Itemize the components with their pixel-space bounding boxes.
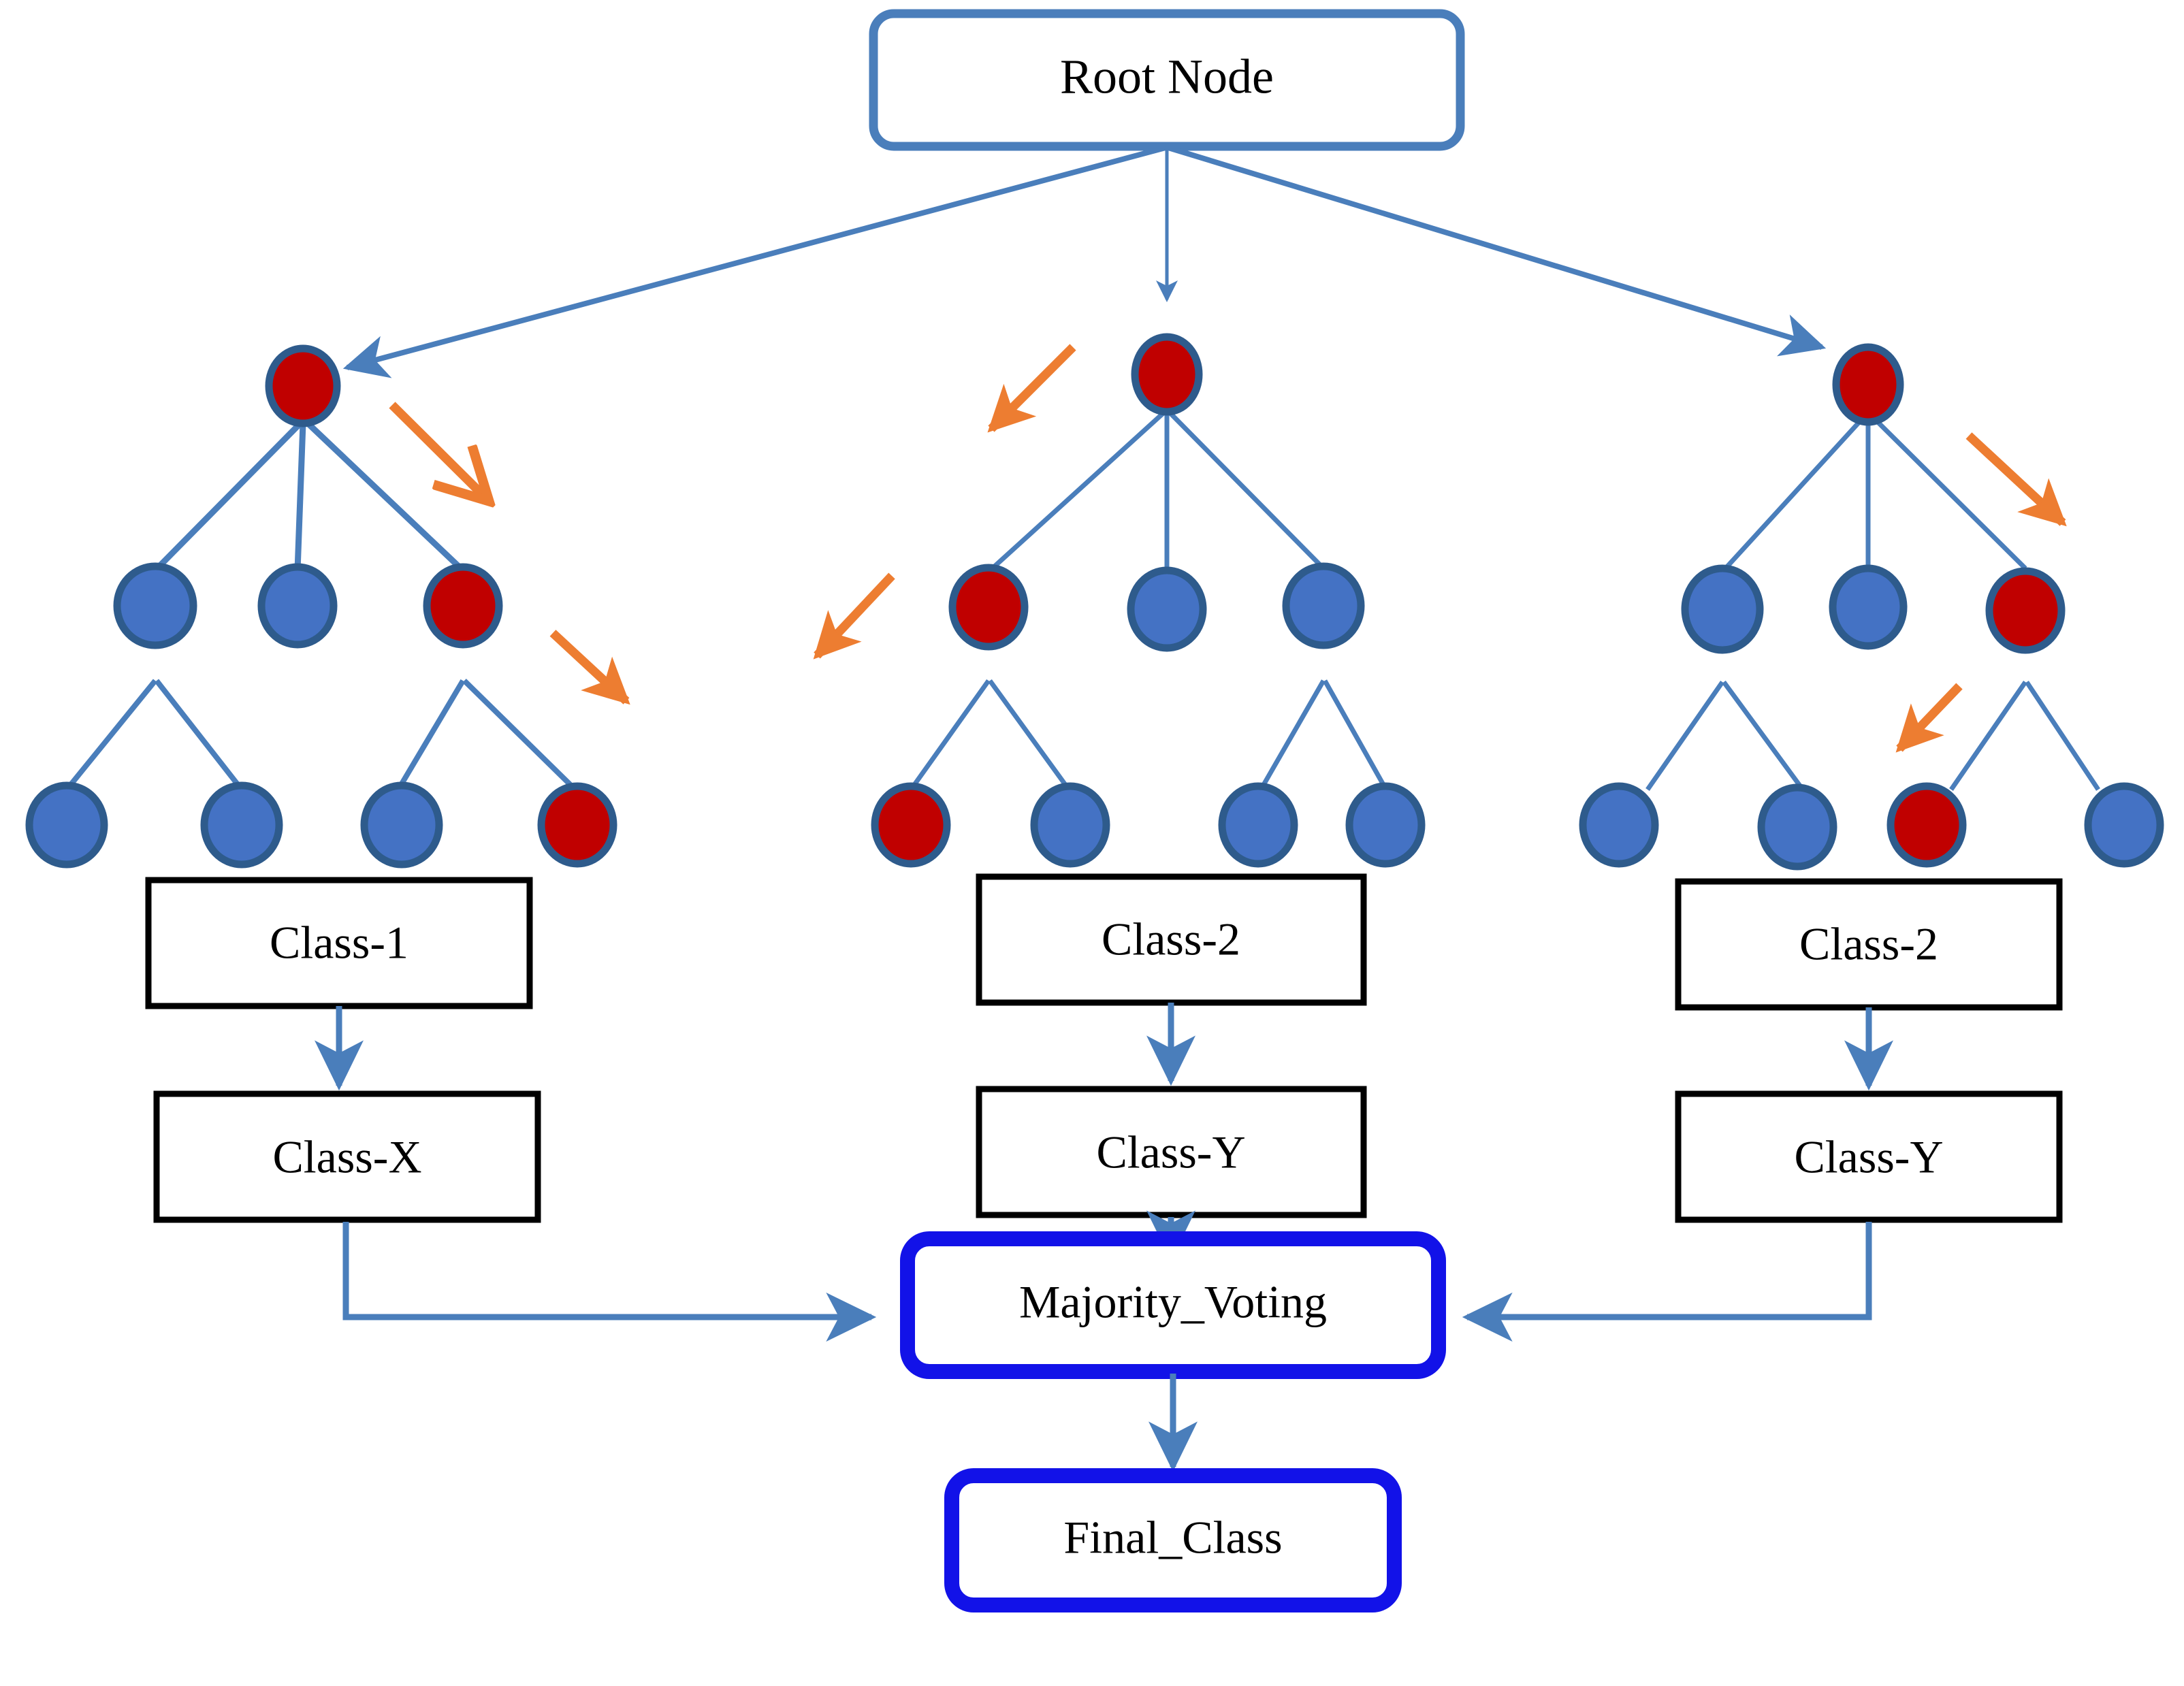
majority-voting-box[interactable]: Majority_Voting	[900, 1231, 1446, 1379]
tree3-result-box-label: Class-Y	[1794, 1131, 1943, 1183]
tree3-level2-node-2[interactable]	[1829, 564, 1908, 650]
tree2-result-box-label: Class-Y	[1096, 1126, 1245, 1178]
tree1-edge-root-c1	[152, 418, 306, 573]
final-class-box-label: Final_Class	[1063, 1512, 1282, 1563]
root-node-box[interactable]: Root Node	[869, 9, 1465, 151]
tree1-edge-c3-l4	[462, 679, 577, 792]
tree1-level2-node-2[interactable]	[257, 563, 338, 649]
tree3-class-box-label: Class-2	[1799, 918, 1938, 970]
connector-root-to-tree1	[342, 145, 1167, 378]
tree1-result-box-rect[interactable]	[153, 1090, 541, 1223]
tree2-result-box-rect[interactable]	[976, 1086, 1367, 1218]
tree3-level2-node-3[interactable]	[1985, 567, 2066, 654]
tree3-root-node[interactable]	[1832, 343, 1904, 426]
tree2-root-node[interactable]	[1131, 333, 1203, 416]
tree2-edge-c1-l1	[909, 679, 991, 792]
decision-tree-2	[813, 333, 1426, 868]
tree3-edge-c3-l4	[2025, 681, 2100, 791]
decision-tree-3	[1579, 343, 2164, 871]
final-class-box-rect	[944, 1468, 1402, 1612]
tree3-result-box-rect[interactable]	[1675, 1090, 2063, 1223]
tree2-highlight-arrow-2-icon	[813, 572, 895, 660]
tree1-leaf-4[interactable]	[537, 782, 617, 868]
tree2-level2-node-3[interactable]	[1282, 562, 1365, 649]
tree2-leaf-1[interactable]	[871, 782, 951, 868]
tree3-edge-root-c1	[1720, 412, 1869, 574]
tree1-result-box-label: Class-X	[272, 1131, 421, 1183]
majority-voting-box-label: Majority_Voting	[1019, 1276, 1327, 1328]
tree1-edge-c1-l1	[64, 679, 158, 792]
tree2-edge-root-c3	[1166, 409, 1326, 570]
tree3-highlight-arrow-2-icon	[1895, 683, 1963, 753]
tree3-edge-root-c3	[1867, 412, 2027, 570]
tree2-edge-c3-l3	[1258, 679, 1326, 791]
tree3-edge-c3-l3	[1949, 681, 2027, 791]
tree3-leaf-2[interactable]	[1757, 783, 1837, 871]
tree3-leaf-4[interactable]	[2084, 782, 2164, 868]
tree1-class-box-label: Class-1	[270, 917, 408, 969]
tree1-highlight-arrow-1-icon	[389, 402, 485, 497]
tree1-highlight-arrow-2-icon	[549, 630, 630, 705]
root-to-tree-connectors	[342, 145, 1827, 378]
tree1-edge-c1-l2	[154, 679, 244, 792]
tree2-edge-root-c1	[986, 409, 1168, 574]
tree3-result-to-voting-connector	[1462, 1222, 1872, 1342]
tree2-level2-node-1[interactable]	[948, 564, 1029, 651]
tree2-edge-c3-l4	[1322, 679, 1389, 791]
root-node-box-rect	[869, 9, 1465, 151]
tree2-leaf-2[interactable]	[1030, 782, 1110, 868]
tree3-highlight-arrow-1-icon	[1965, 432, 2067, 527]
decision-tree-1	[25, 344, 630, 869]
tree1-edge-root-c2	[294, 423, 306, 571]
tree1-leaf-3[interactable]	[360, 781, 443, 869]
tree3-output-group: Class-2 Class-Y	[1462, 878, 2063, 1342]
tree3-leaf-1[interactable]	[1579, 782, 1659, 868]
connector-root-to-tree3	[1167, 145, 1827, 357]
tree1-edge-root-c3	[302, 418, 466, 573]
tree3-level2-node-1[interactable]	[1681, 564, 1764, 654]
tree2-class-box-rect[interactable]	[976, 873, 1367, 1006]
tree2-edge-c1-l2	[988, 679, 1071, 792]
tree2-leaf-4[interactable]	[1345, 782, 1426, 868]
tree3-leaf-3[interactable]	[1886, 782, 1967, 868]
majority-voting-box-rect	[900, 1231, 1446, 1379]
tree2-level2-node-2[interactable]	[1127, 566, 1207, 652]
tree3-edge-c1-l2	[1722, 680, 1805, 792]
tree1-output-group: Class-1 Class-X	[145, 877, 877, 1342]
tree1-result-to-voting-connector	[342, 1222, 877, 1342]
tree2-highlight-arrow-1-icon	[987, 344, 1076, 433]
final-class-box[interactable]: Final_Class	[944, 1468, 1402, 1612]
tree1-level2-node-3[interactable]	[423, 563, 503, 649]
tree2-class-box-label: Class-2	[1102, 913, 1240, 965]
tree2-leaf-3[interactable]	[1218, 782, 1298, 868]
tree1-leaf-1[interactable]	[25, 781, 108, 869]
root-node-box-label: Root Node	[1060, 50, 1274, 104]
tree1-level2-node-1[interactable]	[113, 562, 197, 649]
tree2-output-group: Class-2 Class-Y	[976, 873, 1367, 1261]
tree3-edge-c1-l1	[1645, 681, 1724, 791]
tree1-root-node[interactable]	[265, 344, 341, 427]
tree1-edge-c3-l3	[396, 679, 466, 792]
tree1-leaf-2[interactable]	[200, 781, 283, 869]
